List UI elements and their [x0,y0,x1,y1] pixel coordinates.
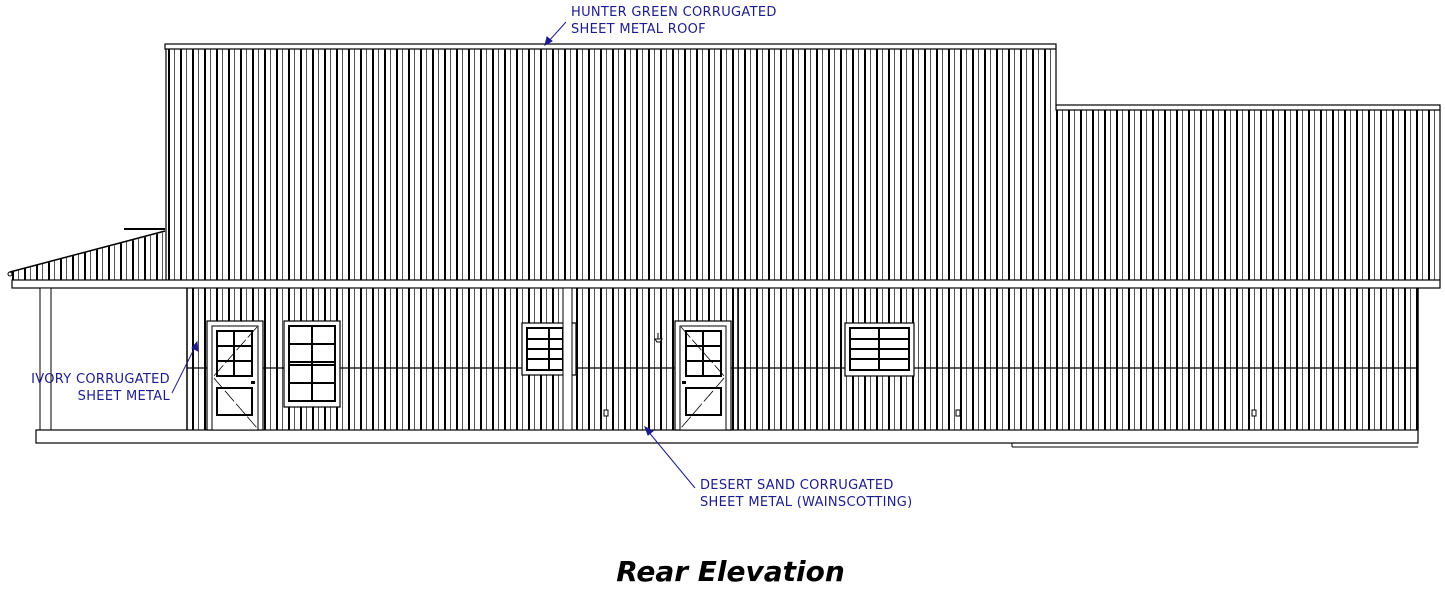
drawing-title: Rear Elevation [616,555,845,588]
eave-fascia [11,279,1441,289]
roof-callout-line1: HUNTER GREEN CORRUGATED [571,5,777,20]
wainscot-callout: DESERT SAND CORRUGATED SHEET METAL (WAINS… [700,477,913,511]
door-left [206,320,264,431]
roof-main [164,43,1057,280]
leader-arrows [171,21,696,489]
roof-lower-section [1055,49,1441,280]
porch-post [39,287,52,431]
outlet-icon [603,409,1257,417]
roof-callout: HUNTER GREEN CORRUGATED SHEET METAL ROOF [571,4,777,38]
wainscot-callout-line2: SHEET METAL (WAINSCOTTING) [700,495,913,510]
roof-callout-line2: SHEET METAL ROOF [571,22,706,37]
wall-siding [186,287,1419,431]
light-fixture-icon [654,333,663,343]
window-center [521,287,577,431]
porch-roof [7,228,166,280]
siding-callout: IVORY CORRUGATED SHEET METAL [19,371,170,405]
window-right [844,322,915,377]
wainscot-callout-line1: DESERT SAND CORRUGATED [700,478,894,493]
siding-callout-line1: IVORY CORRUGATED [31,372,170,387]
window-left [283,320,341,408]
door-right [674,320,732,431]
foundation [35,429,1419,448]
siding-callout-line2: SHEET METAL [77,389,170,404]
